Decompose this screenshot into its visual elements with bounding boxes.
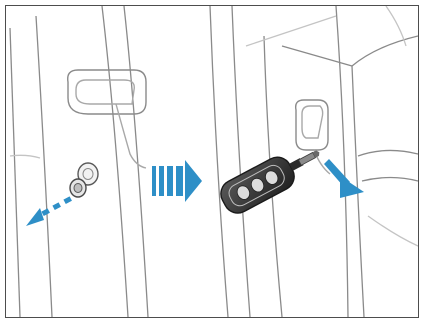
illustration-frame xyxy=(5,5,419,318)
left-door-panel xyxy=(10,6,148,317)
right-door-panel xyxy=(210,6,418,317)
door-lock-cap-icon xyxy=(70,163,98,197)
door-lock-illustration xyxy=(6,6,418,317)
direction-arrow-icon xyxy=(152,160,202,202)
cap-removal-arrow-icon xyxy=(26,196,72,226)
